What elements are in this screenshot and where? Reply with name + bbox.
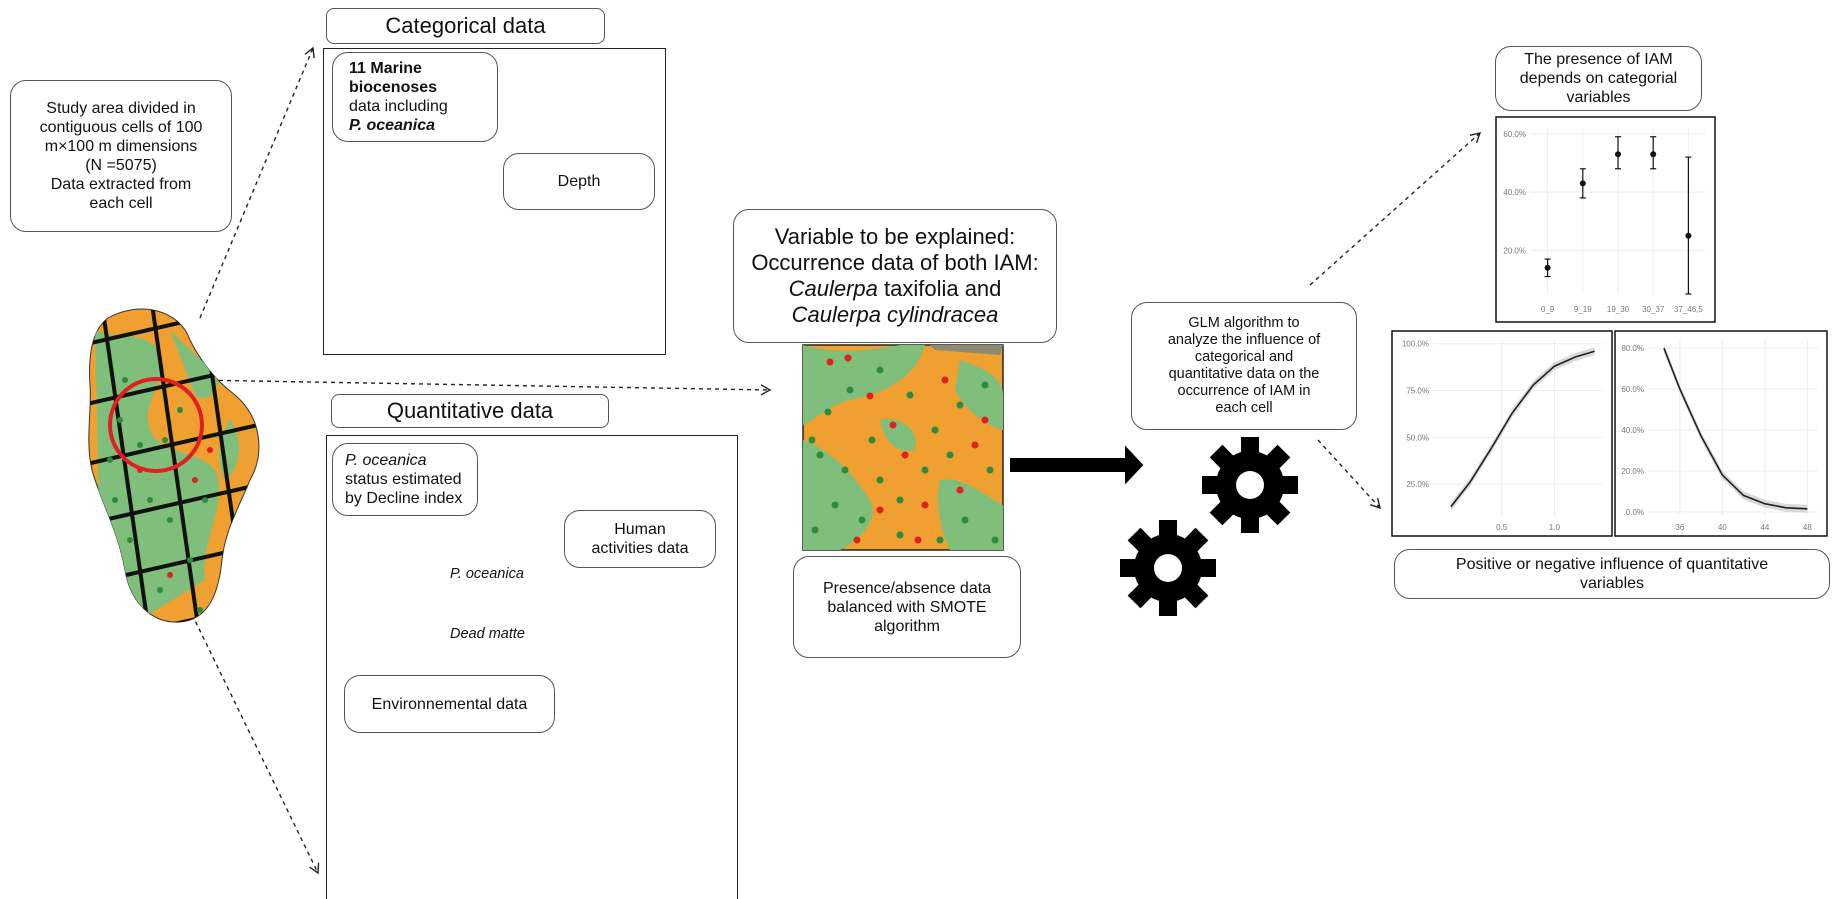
x-tick-label: 30_37	[1642, 305, 1665, 314]
study-area-line6: each cell	[89, 195, 153, 212]
depth-box: Depth	[503, 153, 655, 210]
arrow-to-quant-charts	[1317, 439, 1381, 510]
series-line	[1450, 350, 1595, 508]
quant-influence-box: Positive or negative influence of quanti…	[1394, 549, 1830, 599]
x-tick-label: 0.5	[1496, 523, 1508, 532]
x-tick-label: 40	[1718, 523, 1727, 532]
x-tick-label: 0_9	[1541, 305, 1555, 314]
x-tick-label: 44	[1760, 523, 1769, 532]
y-tick-label: 75.0%	[1406, 387, 1429, 396]
charts-layer: 20.0% 40.0% 60.0% 0_9 9_19 19_30 30_37 37_46,5 2…	[1402, 128, 1818, 532]
occurrence-map	[802, 344, 1004, 551]
explained-line4: Caulerpa cylindracea	[791, 302, 999, 327]
explained-line1: Variable to be explained:	[774, 224, 1016, 249]
study-area-map	[88, 308, 260, 623]
glm-line6: each cell	[1215, 400, 1273, 416]
glm-line1: GLM algorithm to	[1188, 315, 1300, 331]
data-point	[1650, 151, 1657, 158]
solid-arrow	[1010, 445, 1144, 485]
categorical-title: Categorical data	[326, 8, 605, 44]
y-tick-label: 50.0%	[1406, 433, 1429, 442]
arrow-to-iam-chart	[1309, 132, 1482, 286]
status-box: P. oceanica status estimated by Decline …	[332, 443, 478, 516]
status-line2: status estimated	[345, 471, 462, 488]
arrow-to-quantitative	[184, 599, 320, 875]
data-point	[1544, 264, 1551, 271]
y-tick-label: 20.0%	[1621, 467, 1644, 476]
gear-icon	[1120, 437, 1298, 616]
bio-line3: data including	[349, 98, 448, 115]
biocenoses-box: 11 Marine biocenoses data including P. o…	[332, 52, 498, 142]
smote-line1: Presence/absence data	[822, 579, 992, 597]
y-tick-label: 0.0%	[1626, 508, 1644, 517]
arrow-to-categorical	[199, 46, 315, 319]
human-box: Human activities data	[564, 510, 716, 568]
x-tick-label: 48	[1803, 523, 1812, 532]
explained-line2: Occurrence data of both IAM:	[751, 250, 1039, 275]
y-tick-label: 25.0%	[1406, 480, 1429, 489]
y-tick-label: 100.0%	[1402, 340, 1429, 349]
x-tick-label: 19_30	[1607, 305, 1630, 314]
glm-line2: analyze the influence of	[1167, 332, 1321, 348]
x-tick-label: 37_46,5	[1674, 305, 1703, 314]
iam-line3: variables	[1566, 89, 1631, 106]
status-line3: by Decline index	[345, 490, 463, 507]
explained-line3: Caulerpa taxifolia and	[788, 276, 1002, 301]
smote-line3: algorithm	[874, 617, 940, 635]
glm-line4: quantitative data on the	[1168, 366, 1320, 382]
data-point	[1579, 180, 1586, 187]
study-area-line5: Data extracted from	[50, 176, 192, 193]
study-area-line4: (N =5075)	[85, 157, 157, 174]
y-tick-label: 80.0%	[1621, 344, 1644, 353]
iam-line1: The presence of IAM	[1524, 51, 1673, 68]
x-tick-label: 9_19	[1574, 305, 1592, 314]
highlight-circle	[108, 377, 204, 473]
arrow-to-explained	[194, 379, 772, 396]
environmental-box: Environnemental data	[344, 675, 555, 733]
chart-frame-quant-right	[1614, 330, 1828, 537]
study-area-box: Study area divided in contiguous cells o…	[10, 80, 232, 232]
study-area-line1: Study area divided in	[46, 100, 196, 117]
x-tick-label: 1.0	[1549, 523, 1561, 532]
smote-line2: balanced with SMOTE	[827, 598, 987, 616]
y-tick-label: 60.0%	[1621, 385, 1644, 394]
glm-line3: categorical and	[1194, 349, 1294, 365]
bio-word: biocenoses	[349, 79, 438, 96]
status-species: P. oceanica	[345, 452, 427, 469]
quant-influence-line2: variables	[1579, 575, 1645, 592]
chart-frame-iam	[1495, 116, 1716, 323]
y-tick-label: 40.0%	[1621, 426, 1644, 435]
study-area-line2: contiguous cells of 100	[39, 119, 203, 136]
y-tick-label: 60.0%	[1503, 130, 1526, 139]
explained-box: Variable to be explained: Occurrence dat…	[733, 209, 1057, 343]
iam-presence-box: The presence of IAM depends on categoria…	[1495, 46, 1702, 111]
legend-label-dead-matte: Dead matte	[450, 626, 525, 642]
smote-box: Presence/absence data balanced with SMOT…	[793, 556, 1021, 658]
x-tick-label: 36	[1675, 523, 1684, 532]
iam-line2: depends on categorial	[1519, 70, 1678, 87]
human-line2: activities data	[591, 540, 689, 557]
series-line	[1663, 347, 1808, 510]
bio-count: 11 Marine	[349, 60, 422, 77]
glm-box: GLM algorithm to analyze the influence o…	[1131, 302, 1357, 430]
dashed-arrows	[184, 46, 1482, 875]
data-point	[1615, 151, 1621, 158]
human-line1: Human	[614, 521, 666, 538]
quant-influence-line1: Positive or negative influence of quanti…	[1455, 556, 1769, 573]
glm-line5: occurrence of IAM in	[1177, 383, 1311, 399]
data-point	[1685, 232, 1692, 239]
quantitative-title: Quantitative data	[331, 394, 609, 428]
y-tick-label: 20.0%	[1503, 246, 1526, 255]
legend-label-oceanica: P. oceanica	[450, 566, 524, 582]
bio-species: P. oceanica	[349, 117, 435, 134]
study-area-line3: m×100 m dimensions	[44, 138, 198, 155]
y-tick-label: 40.0%	[1503, 188, 1526, 197]
